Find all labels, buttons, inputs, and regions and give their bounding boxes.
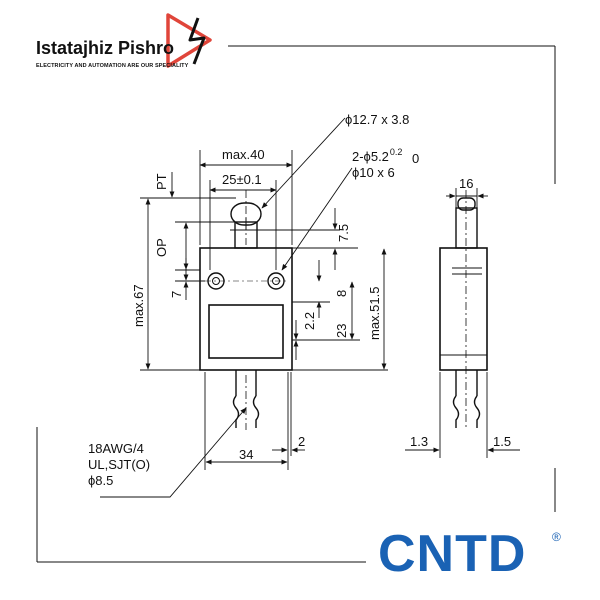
side-body <box>439 247 488 371</box>
front-view <box>199 190 293 430</box>
dim-7-5-label: 7.5 <box>336 224 351 242</box>
dim-23-label: 23 <box>334 324 349 338</box>
side-width-label: 16 <box>459 176 473 191</box>
company-tagline: ELECTRICITY AND AUTOMATION ARE OUR SPECI… <box>36 63 189 69</box>
dim-34-label: 34 <box>239 447 253 462</box>
company-name: Istatajhiz Pishro <box>36 38 175 58</box>
switch-body <box>199 247 293 371</box>
op-label: OP <box>154 238 169 257</box>
cable-spec-line2: UL,SJT(O) <box>88 457 150 472</box>
frame-lines <box>36 45 556 563</box>
pt-label: PT <box>154 173 169 190</box>
hole-spacing-label: 25±0.1 <box>222 172 262 187</box>
side-dimensions <box>405 188 520 458</box>
dim-8-label: 8 <box>334 290 349 297</box>
logo-icon <box>166 13 212 68</box>
dim-2-label: 2 <box>298 434 305 449</box>
side-roller <box>457 197 476 211</box>
dim-7-label: 7 <box>169 291 184 298</box>
mount-holes-spec-prefix: 2-ϕ5.2 <box>352 149 389 164</box>
mount-holes-spec-label: 2-ϕ5.20.2 <box>352 147 402 164</box>
cable-spec-line1: 18AWG/4 <box>88 441 144 456</box>
width-max-label: max.40 <box>222 147 265 162</box>
roller-spec-label: ϕ12.7 x 3.8 <box>345 112 409 127</box>
side-view <box>439 190 488 430</box>
registered-mark: ® <box>552 530 561 544</box>
max51-5-label: max.51.5 <box>367 287 382 340</box>
cable-spec-line3: ϕ8.5 <box>88 473 113 488</box>
max67-label: max.67 <box>131 284 146 327</box>
side-left-label: 1.3 <box>410 434 428 449</box>
side-plunger <box>455 207 478 249</box>
body-panel <box>208 304 284 359</box>
tolerance-lower: 0 <box>412 151 419 166</box>
mount-holes-spec-line2: ϕ10 x 6 <box>352 165 395 180</box>
tolerance-upper: 0.2 <box>390 147 403 157</box>
manufacturer-logo: CNTD <box>378 525 527 583</box>
front-dimensions <box>100 117 388 498</box>
side-right-label: 1.5 <box>493 434 511 449</box>
dim-2-2-label: 2.2 <box>302 312 317 330</box>
